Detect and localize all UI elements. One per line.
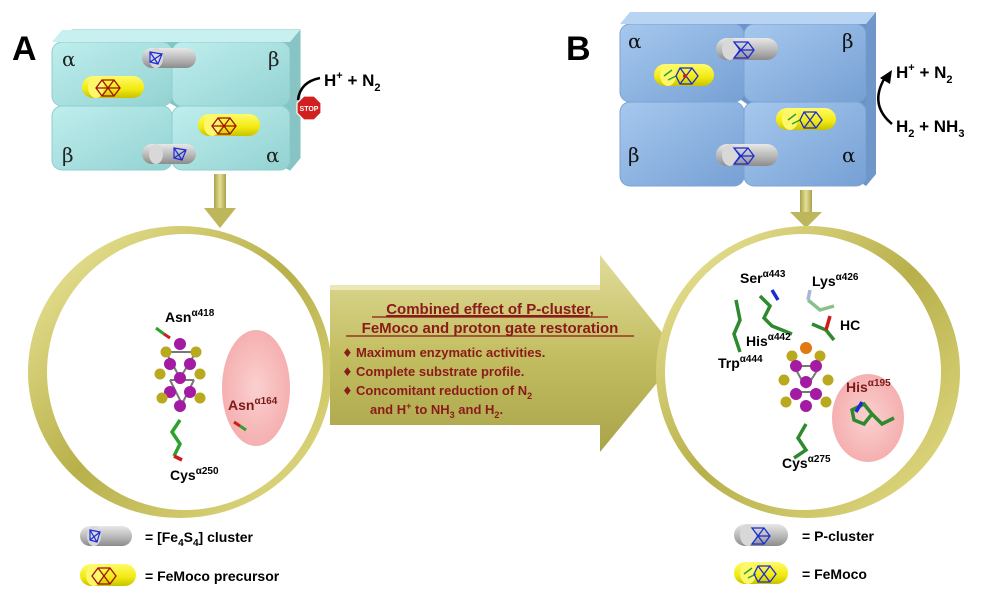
legend-fe4s4-text: = [Fe4S4] cluster (145, 529, 254, 549)
bullet-3-marker: ♦ (342, 384, 353, 398)
cys250-stick (169, 419, 183, 462)
bullet-1-text: Maximum enzymatic activities. (356, 345, 545, 360)
panel-a-label: A (12, 30, 37, 68)
p-cluster-capsule (716, 38, 778, 60)
legend-femoco-icon (734, 562, 788, 584)
residue-sticks-b (732, 289, 895, 460)
residue-label-ser443: Serα443 (740, 269, 786, 286)
product-text-a: H+ + N2 (324, 70, 381, 94)
panel-b-label: B (566, 30, 591, 68)
asn164-stick (233, 420, 247, 432)
femoco-capsule (654, 64, 714, 86)
femoco-precursor-structure (154, 338, 206, 412)
curved-arrow-b (877, 75, 893, 125)
femoco-precursor-capsule-2 (198, 114, 260, 136)
center-title-line2: FeMoco and proton gate restoration (362, 320, 619, 337)
center-title-line1: Combined effect of P-cluster, (386, 301, 594, 318)
p-cluster-capsule-2 (716, 144, 778, 166)
fe4s4-cluster-icon (149, 51, 163, 65)
subunit-label-a-tl: α (62, 47, 76, 71)
subunit-label-b-bl: β (628, 143, 640, 167)
bullet-2-text: Complete substrate profile. (356, 364, 524, 379)
fe4s4-cluster-capsule-2 (142, 144, 196, 164)
down-arrow-b (790, 190, 822, 228)
residue-label-trp444: Trpα444 (718, 354, 763, 371)
residue-label-his442: Hisα442 (746, 332, 791, 349)
highlight-asn164 (222, 330, 290, 446)
legend-p-cluster-icon (734, 524, 788, 546)
residue-label-his195: Hisα195 (846, 378, 891, 395)
subunit-label-a-br: α (266, 143, 280, 167)
legend-fe4s4-icon (80, 526, 132, 546)
subunit-label-a-bl: β (62, 143, 74, 167)
residue-label-hc: HC (840, 317, 860, 333)
curved-arrow-a (296, 76, 321, 101)
subunit-label-b-tr: β (842, 29, 854, 53)
zoom-ring-b (656, 226, 960, 518)
down-arrow-a (204, 174, 236, 228)
residue-label-asn418: Asnα418 (165, 308, 215, 325)
residue-label-cys250: Cysα250 (170, 466, 219, 483)
bullet-2-marker: ♦ (342, 365, 353, 379)
legend-femoco-text: = FeMoco (802, 566, 867, 582)
femoco-capsule-2 (776, 108, 836, 130)
stop-sign: STOP (296, 95, 322, 121)
residue-label-lys426: Lysα426 (812, 272, 859, 289)
femoco-precursor-capsule (82, 76, 144, 98)
product-text-b-top: H+ + N2 (896, 62, 953, 86)
center-big-arrow (330, 255, 680, 452)
femoco-structure (778, 342, 834, 412)
subunit-label-b-br: α (842, 143, 856, 167)
subunit-label-b-tl: α (628, 29, 642, 53)
legend-p-cluster-text: = P-cluster (802, 528, 875, 544)
fe4s4-cluster-capsule (142, 48, 196, 68)
bullet-1-marker: ♦ (342, 346, 353, 360)
stop-sign-text: STOP (300, 106, 319, 113)
subunit-label-a-tr: β (268, 47, 280, 71)
product-text-b-bottom: H2 + NH3 (896, 117, 964, 140)
residue-label-cys275: Cysα275 (782, 454, 831, 471)
legend-femoco-precursor-icon (80, 564, 136, 586)
residue-label-asn164: Asnα164 (228, 396, 278, 413)
asn418-stick (155, 326, 171, 340)
bullet-3-text: Concomitant reduction of N2 (356, 383, 532, 401)
bullet-3-continuation: and H+ to NH3 and H2. (370, 401, 503, 420)
femoco-precursor-icon (95, 79, 121, 97)
panel-b-protein-complex (619, 12, 876, 187)
legend-femoco-precursor-text: = FeMoco precursor (145, 568, 280, 584)
